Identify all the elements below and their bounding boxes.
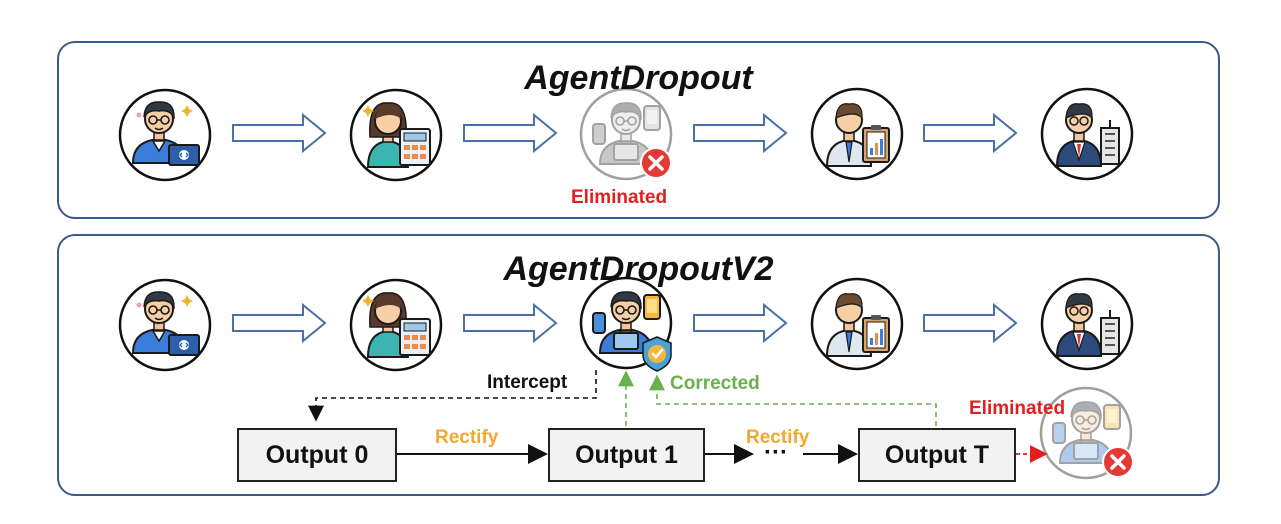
flow-arrow: [232, 304, 326, 342]
flow-arrow: [693, 304, 787, 342]
flow-arrow: [923, 304, 1017, 342]
intercept-arrow: [308, 370, 597, 422]
developer-icon: [120, 280, 210, 370]
ellipsis-label: ···: [764, 439, 788, 466]
rectify-label-1: Rectify: [435, 427, 499, 448]
analyst-icon: [349, 88, 443, 182]
executive-icon: [1040, 277, 1134, 371]
flow-arrow: [923, 114, 1017, 152]
reviewer-icon: [810, 87, 904, 181]
reviewer-icon: [810, 277, 904, 371]
shield-check-icon: [642, 336, 672, 372]
developer-icon: [120, 90, 210, 180]
flow-arrow: [232, 114, 326, 152]
eliminated-x-icon: [639, 146, 673, 180]
eliminated-x-icon: [1101, 445, 1135, 479]
executive-icon: [1040, 87, 1134, 181]
intercept-label: Intercept: [487, 372, 568, 393]
flow-arrow: [693, 114, 787, 152]
eliminated-label-bottom: Eliminated: [969, 398, 1066, 419]
output-t-box: Output T: [858, 428, 1016, 482]
rectify-label-2: Rectify: [746, 427, 810, 448]
eliminated-label-top: Eliminated: [571, 187, 668, 208]
corrected-arrow-outputt: [649, 374, 937, 426]
analyst-icon: [349, 278, 443, 372]
flow-arrow: [463, 114, 557, 152]
flow-arrow: [463, 304, 557, 342]
corrected-label: Corrected: [670, 373, 760, 394]
output-0-box: Output 0: [237, 428, 397, 482]
output-1-box: Output 1: [548, 428, 705, 482]
